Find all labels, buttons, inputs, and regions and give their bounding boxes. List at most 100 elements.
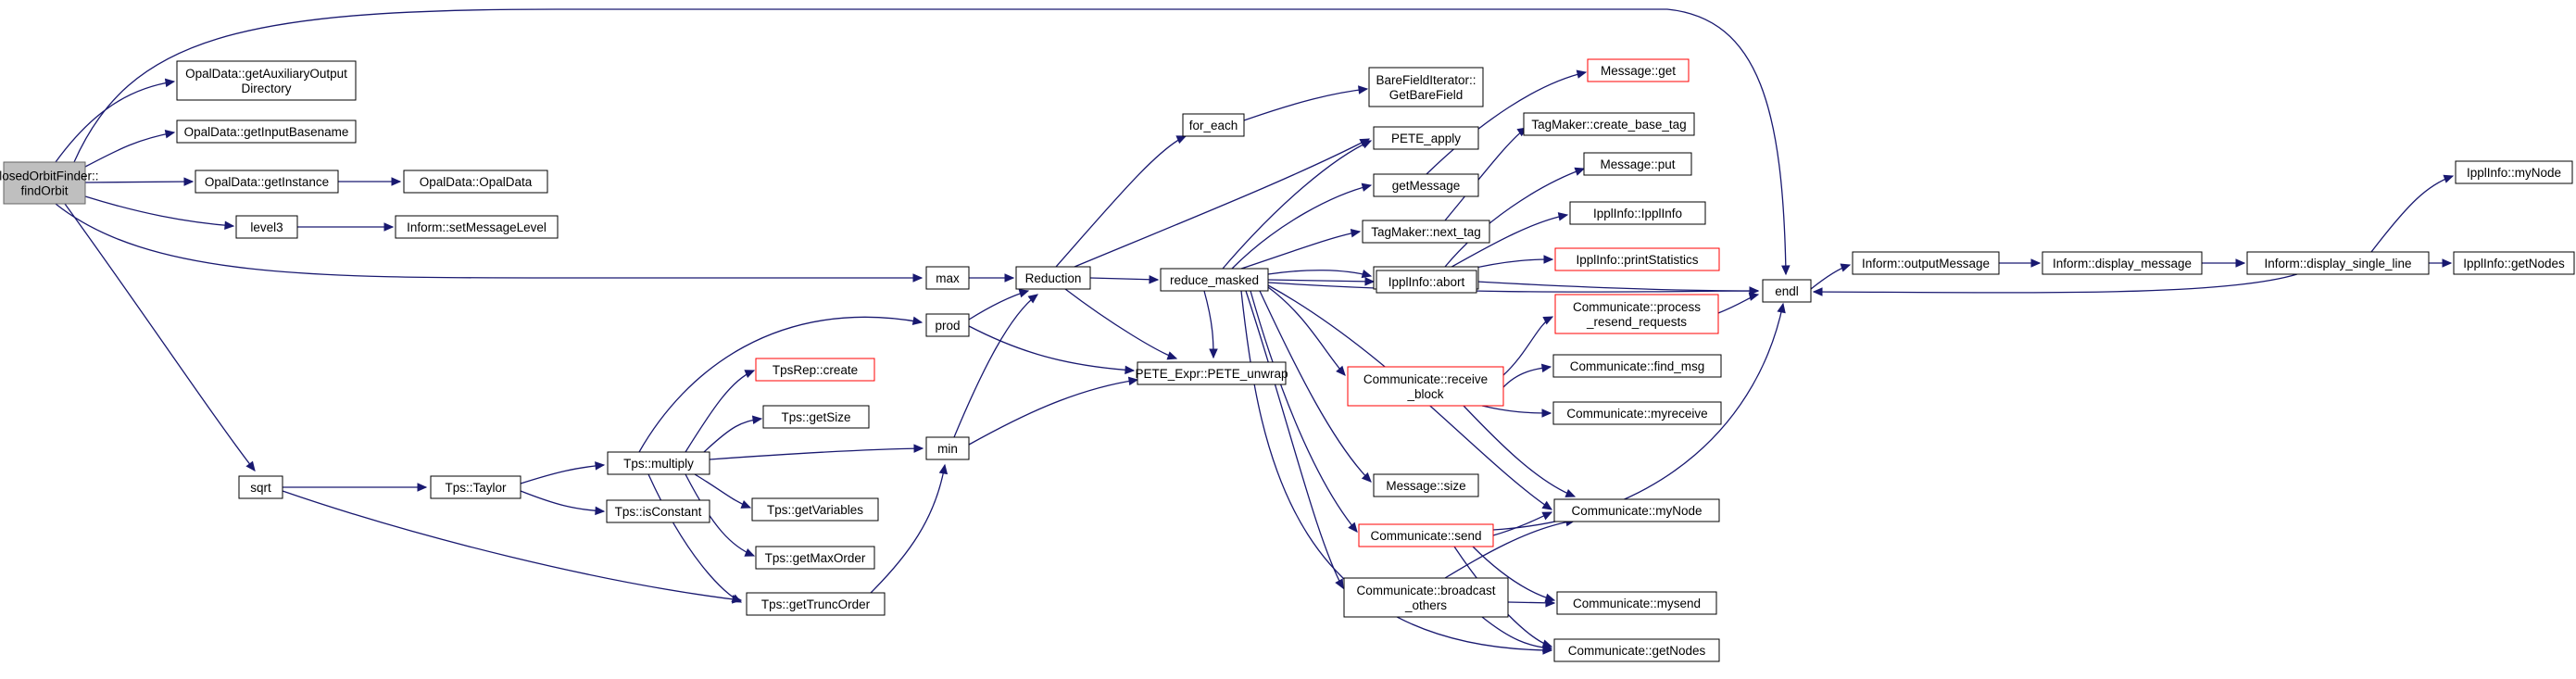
node-printStatistics[interactable]: IpplInfo::printStatistics: [1554, 247, 1720, 271]
call-edge-multiply-to-prod: [638, 316, 924, 453]
call-edge-sqrt-to-Taylor: [283, 483, 428, 492]
node-OpalDataCtor[interactable]: OpalData::OpalData: [403, 170, 548, 194]
call-edge-abort-to-endl: [1476, 281, 1760, 295]
node-MessageGet[interactable]: Message::get: [1587, 58, 1690, 82]
node-getMessage[interactable]: getMessage: [1373, 173, 1479, 197]
node-GetBareField[interactable]: BareFieldIterator::GetBareField: [1368, 67, 1484, 107]
node-label: Reduction: [1025, 271, 1082, 285]
call-edges: [55, 8, 2455, 655]
node-label: level3: [250, 220, 283, 234]
call-edge-broadcast_others-to-mysend: [1507, 598, 1556, 608]
node-label: IpplInfo::abort: [1389, 275, 1465, 289]
node-mysend[interactable]: Communicate::mysend: [1556, 591, 1717, 615]
node-label: Tps::getMaxOrder: [765, 551, 866, 565]
node-for_each[interactable]: for_each: [1182, 113, 1245, 137]
call-edge-multiply-to-min: [709, 444, 924, 460]
node-outputMessage[interactable]: Inform::outputMessage: [1852, 251, 2000, 275]
node-label: reduce_masked: [1170, 273, 1259, 287]
node-isConstant[interactable]: Tps::isConstant: [606, 499, 710, 523]
node-receive_block[interactable]: Communicate::receive_block: [1347, 366, 1504, 407]
node-Taylor[interactable]: Tps::Taylor: [430, 475, 521, 499]
call-edge-reduce_masked-to-PETE_unwrap: [1203, 290, 1218, 359]
node-level3[interactable]: level3: [235, 215, 298, 239]
node-CommMyNode[interactable]: Communicate::myNode: [1553, 498, 1720, 522]
node-IpplMyNode[interactable]: IpplInfo::myNode: [2455, 160, 2573, 184]
call-edge-reduce_masked-to-abort: [1267, 277, 1376, 286]
call-edge-Reduction-to-PETE_unwrap: [1064, 288, 1178, 360]
node-label: for_each: [1189, 119, 1238, 132]
node-label: getMessage: [1392, 179, 1461, 193]
node-label: OpalData::getInputBasename: [184, 125, 349, 139]
node-min[interactable]: min: [925, 436, 970, 460]
node-label: Message::size: [1386, 479, 1465, 493]
node-label: min: [937, 442, 958, 456]
node-display_single_line[interactable]: Inform::display_single_line: [2246, 251, 2430, 275]
call-edge-Reduction-to-reduce_masked: [1089, 274, 1160, 284]
node-max[interactable]: max: [925, 266, 970, 290]
call-edge-findOrbit-to-level3: [84, 195, 235, 231]
node-getVariables[interactable]: Tps::getVariables: [751, 497, 879, 522]
node-CommGetNodes[interactable]: Communicate::getNodes: [1553, 638, 1720, 662]
node-label: IpplInfo::printStatistics: [1576, 253, 1698, 267]
node-myreceive[interactable]: Communicate::myreceive: [1552, 401, 1722, 425]
node-sqrt[interactable]: sqrt: [238, 475, 283, 499]
node-label: OpalData::getAuxiliaryOutput: [185, 67, 347, 81]
node-label: OpalData::getInstance: [205, 175, 329, 189]
call-edge-send-to-CommMyNode: [1492, 511, 1553, 536]
node-Reduction[interactable]: Reduction: [1015, 266, 1091, 290]
node-label: Tps::multiply: [623, 457, 694, 471]
call-edge-findOrbit-to-getAuxDir: [55, 78, 176, 163]
node-label: IpplInfo::myNode: [2467, 166, 2561, 180]
node-MessagePut[interactable]: Message::put: [1583, 152, 1692, 176]
node-setMessageLevel[interactable]: Inform::setMessageLevel: [395, 215, 559, 239]
node-next_tag[interactable]: TagMaker::next_tag: [1362, 220, 1490, 244]
node-PETE_apply[interactable]: PETE_apply: [1373, 126, 1479, 150]
node-label: Communicate::find_msg: [1570, 359, 1705, 373]
node-reduce_masked[interactable]: reduce_masked: [1160, 268, 1269, 292]
node-MessageSize[interactable]: Message::size: [1373, 473, 1479, 497]
node-display_message[interactable]: Inform::display_message: [2042, 251, 2203, 275]
call-edge-for_each-to-GetBareField: [1243, 85, 1369, 121]
call-edge-min-to-PETE_unwrap: [968, 376, 1139, 446]
node-multiply[interactable]: Tps::multiply: [607, 451, 710, 475]
node-findOrbit[interactable]: ClosedOrbitFinder::findOrbit: [0, 161, 99, 205]
node-getInstance[interactable]: OpalData::getInstance: [195, 170, 339, 194]
node-label: GetBareField: [1389, 88, 1464, 102]
node-getSize[interactable]: Tps::getSize: [762, 405, 870, 429]
node-IpplGetNodes[interactable]: IpplInfo::getNodes: [2453, 251, 2575, 275]
node-abort[interactable]: IpplInfo::abort: [1376, 270, 1477, 294]
node-endl[interactable]: endl: [1762, 279, 1812, 303]
node-getMaxOrder[interactable]: Tps::getMaxOrder: [755, 546, 875, 570]
call-edge-putMessage-to-MessagePut: [1444, 167, 1586, 268]
call-edge-min-to-Reduction: [953, 294, 1038, 438]
node-getInputBasename[interactable]: OpalData::getInputBasename: [176, 119, 357, 144]
call-edge-reduce_masked-to-send: [1250, 290, 1358, 533]
call-edge-display_message-to-display_single_line: [2202, 258, 2246, 268]
node-label: BareFieldIterator::: [1376, 73, 1476, 87]
node-label: Tps::Taylor: [445, 481, 507, 495]
node-TpsRepCreate[interactable]: TpsRep::create: [755, 358, 875, 382]
node-create_base_tag[interactable]: TagMaker::create_base_tag: [1523, 112, 1695, 136]
node-find_msg[interactable]: Communicate::find_msg: [1552, 354, 1722, 378]
node-label: PETE_apply: [1391, 132, 1461, 145]
node-label: Tps::isConstant: [615, 505, 702, 519]
node-label: TpsRep::create: [773, 363, 858, 377]
node-label: Inform::outputMessage: [1862, 257, 1990, 270]
node-broadcast_others[interactable]: Communicate::broadcast_others: [1343, 577, 1509, 618]
call-edge-receive_block-to-find_msg: [1502, 363, 1552, 388]
node-label: Communicate::receive: [1363, 372, 1488, 386]
node-label: endl: [1775, 284, 1799, 298]
node-prod[interactable]: prod: [925, 313, 970, 337]
node-label: PETE_Expr::PETE_unwrap: [1135, 367, 1288, 381]
call-edge-abort-to-IpplInfoCtor: [1444, 212, 1569, 271]
node-PETE_unwrap[interactable]: PETE_Expr::PETE_unwrap: [1135, 361, 1288, 385]
node-getTruncOrder[interactable]: Tps::getTruncOrder: [746, 592, 886, 616]
node-process_resend[interactable]: Communicate::process_resend_requests: [1554, 294, 1719, 334]
call-edge-reduce_masked-to-getMessage: [1231, 182, 1373, 270]
node-label: Tps::getVariables: [767, 503, 863, 517]
node-send[interactable]: Communicate::send: [1358, 523, 1494, 547]
call-edge-receive_block-to-process_resend: [1502, 316, 1554, 376]
node-IpplInfoCtor[interactable]: IpplInfo::IpplInfo: [1569, 201, 1706, 225]
call-edge-getMessage-to-MessageGet: [1426, 69, 1588, 175]
